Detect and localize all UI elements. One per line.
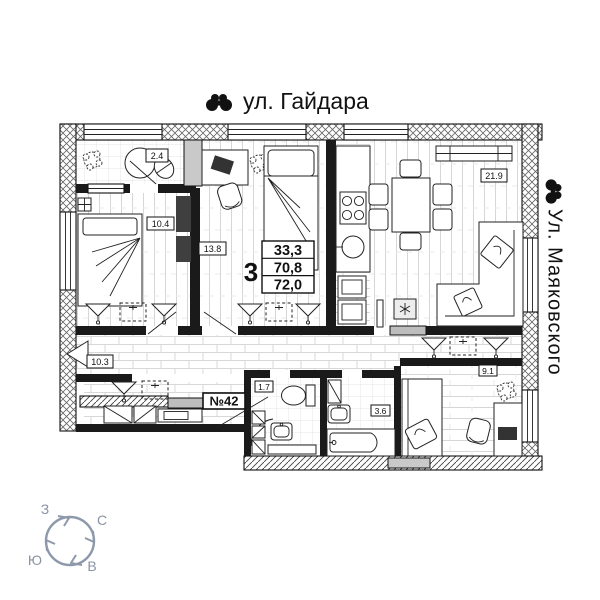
balcony-chair-icon <box>153 157 175 179</box>
balcony-door-swing <box>129 160 157 185</box>
windows <box>59 123 539 469</box>
label-bedroom-bottom: 9.1 <box>482 366 494 376</box>
vent-shaft <box>183 139 203 187</box>
bath-sink-icon <box>327 404 351 424</box>
label-wc: 1.7 <box>258 382 270 392</box>
room-hallway <box>66 340 274 447</box>
street-name-top: ул. Гайдара <box>243 88 369 114</box>
binoculars-icon <box>206 93 232 111</box>
street-label-top: ул. Гайдара <box>204 88 369 115</box>
bathtub-icon <box>326 428 396 457</box>
bottom-window-gray <box>387 457 431 469</box>
bed-icon <box>401 378 443 457</box>
entry-cabinets-icon <box>103 405 203 424</box>
room-bathroom <box>326 379 396 457</box>
label-bedroom-left: 10.4 <box>152 219 170 229</box>
area-summary: 3 33,3 70,8 72,0 <box>244 240 315 294</box>
apartment-number: №42 <box>210 394 239 409</box>
room-bedroom-left <box>77 196 191 325</box>
compass-west: З <box>41 501 49 517</box>
living-area: 33,3 <box>274 243 302 259</box>
stove-icon <box>339 191 367 225</box>
wc-shelves-icon <box>251 410 266 455</box>
label-bathroom: 3.6 <box>375 406 387 416</box>
room-area-labels: 2.4 10.4 13.8 21.9 10.3 1.7 3.6 9.1 <box>86 148 508 417</box>
total-area: 72,0 <box>274 278 302 294</box>
street-label-right: Ул. Маяковского <box>540 179 568 376</box>
compass-north: С <box>97 512 107 528</box>
kitchen-sink-icon <box>336 235 365 259</box>
monitor-icon <box>498 427 517 440</box>
wc-sink-icon <box>270 422 293 441</box>
label-bedroom-top: 13.8 <box>204 244 222 254</box>
door-swing <box>147 311 177 335</box>
door-leaf <box>376 299 384 328</box>
wc-counter <box>267 444 317 455</box>
binoculars-icon <box>545 179 562 204</box>
sideboard-icon <box>435 145 513 162</box>
toilet-icon <box>281 384 316 407</box>
apartment-area: 70,8 <box>274 261 302 277</box>
laptop-icon <box>210 155 234 175</box>
street-name-right: Ул. Маяковского <box>543 209 566 376</box>
entry-door-leaf <box>215 396 269 429</box>
door-swing <box>203 311 237 335</box>
sofa-icon <box>436 221 524 327</box>
room-kitchen-living <box>335 145 524 328</box>
compass-east: В <box>87 558 96 574</box>
compass-south: Ю <box>28 552 42 568</box>
label-balcony: 2.4 <box>151 151 164 161</box>
interior-walls <box>76 139 522 456</box>
room-bedroom-bottom <box>389 325 523 457</box>
label-kitchen-living: 21.9 <box>485 171 503 181</box>
rooms-count: 3 <box>244 257 258 287</box>
hall-door-mark <box>66 340 89 368</box>
console-icon <box>389 325 427 336</box>
entry-shelf <box>167 397 209 409</box>
apartment-number-sign: №42 <box>202 392 246 410</box>
fridge-icon <box>337 275 367 325</box>
wardrobe-icon <box>176 196 191 232</box>
pouf-icon <box>393 298 417 320</box>
bed-icon <box>77 213 143 307</box>
label-hallway: 10.3 <box>91 357 109 367</box>
room-wc <box>251 384 317 455</box>
dining-table-icon <box>368 159 453 251</box>
compass-rose: З С Ю В <box>28 501 107 574</box>
wardrobe-icon <box>176 236 191 262</box>
